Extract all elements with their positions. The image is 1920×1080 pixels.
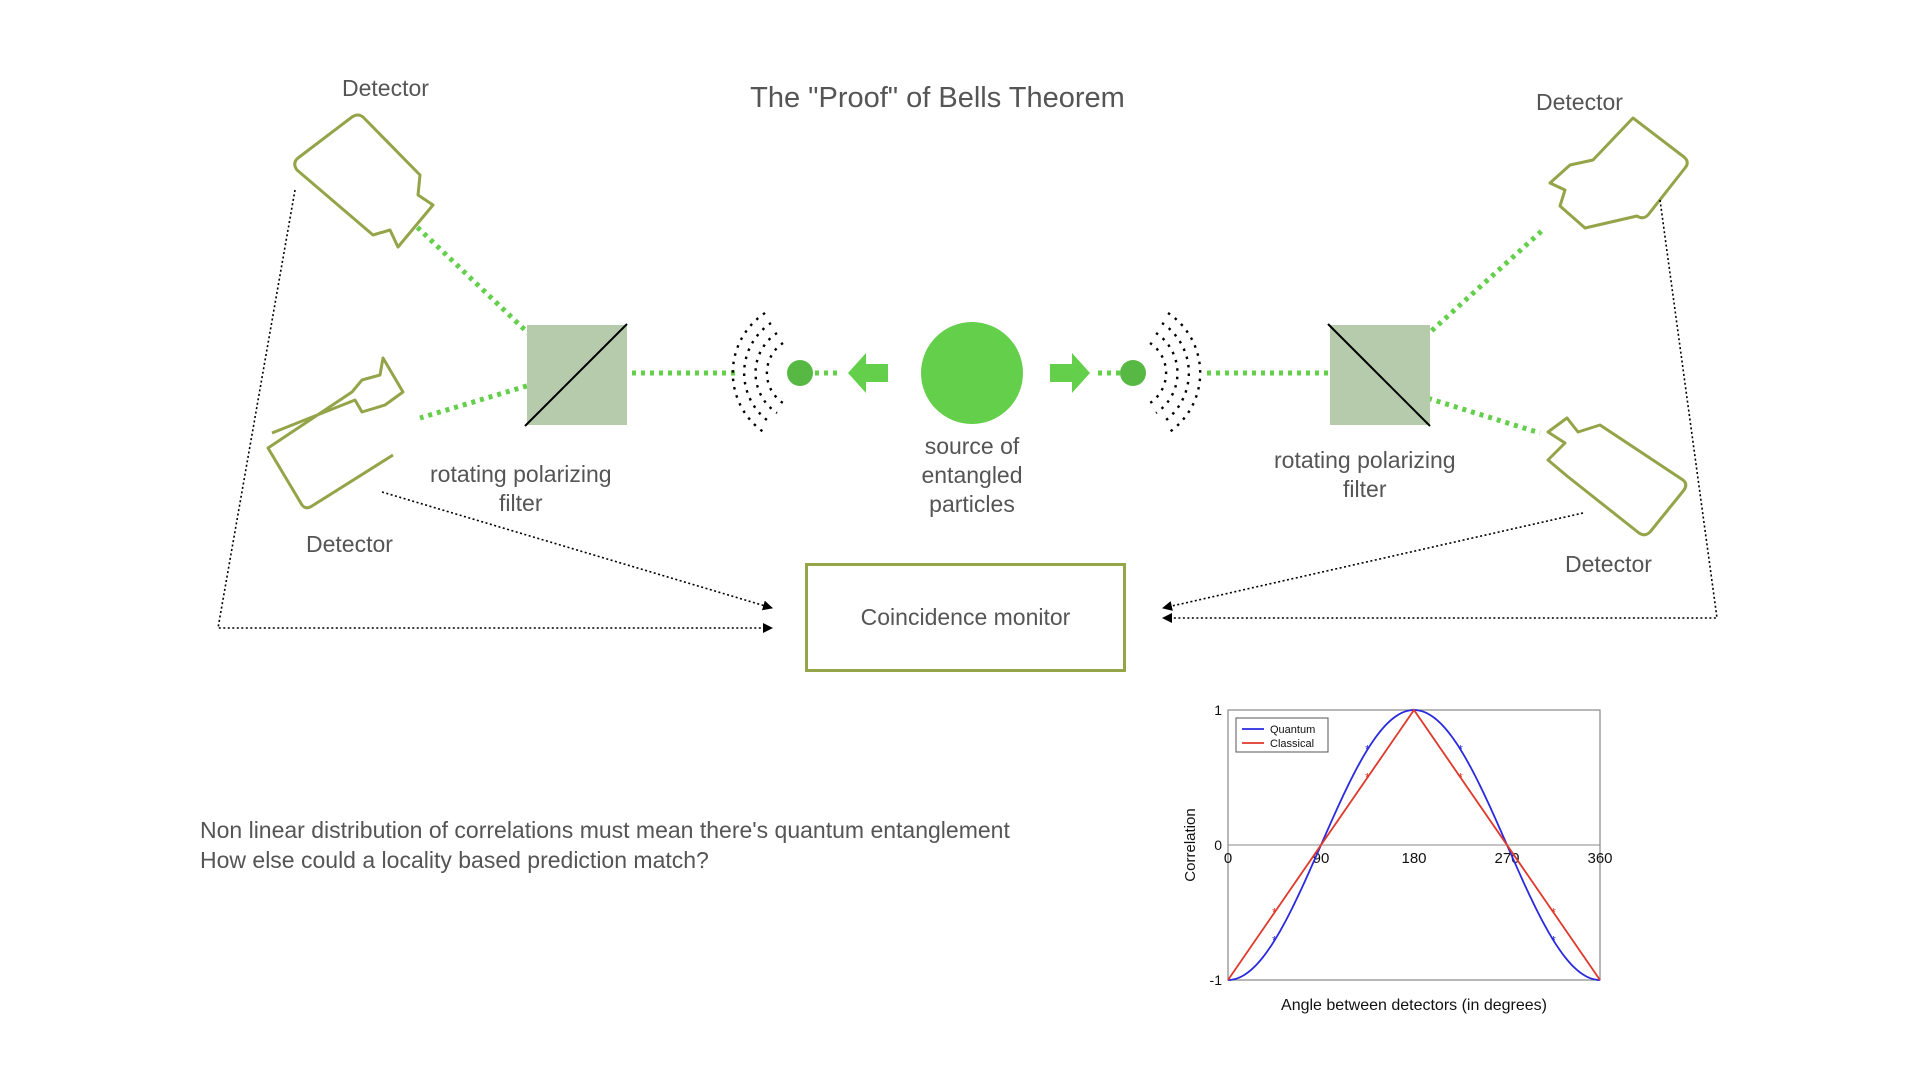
detector-icon-bottom-right bbox=[1546, 416, 1688, 537]
note-line-2: How else could a locality based predicti… bbox=[200, 846, 709, 873]
source-circle bbox=[921, 322, 1023, 424]
label-source-line2: entangled bbox=[921, 461, 1023, 488]
series-marker-classical: * bbox=[1365, 771, 1370, 785]
label-filter-left: rotating polarizing filter bbox=[430, 460, 612, 518]
label-source: source of entangled particles bbox=[912, 432, 1032, 518]
line-top-right-detector-to-monitor bbox=[1162, 199, 1718, 623]
line-top-left-detector-to-monitor bbox=[217, 189, 773, 633]
note-text: Non linear distribution of correlations … bbox=[200, 816, 1010, 876]
series-marker-classical: * bbox=[1551, 906, 1556, 920]
series-marker-classical: * bbox=[1458, 771, 1463, 785]
label-source-line3: particles bbox=[929, 490, 1015, 517]
chart-x-tick-label: 180 bbox=[1401, 850, 1426, 867]
chart-y-axis-label: Correlation bbox=[1182, 808, 1199, 881]
label-filter-right: rotating polarizing filter bbox=[1274, 446, 1456, 504]
particle-right bbox=[1120, 360, 1146, 386]
series-marker-quantum: * bbox=[1365, 743, 1370, 757]
series-marker-quantum: * bbox=[1551, 933, 1556, 947]
label-filter-left-line2: filter bbox=[499, 489, 543, 516]
note-line-1: Non linear distribution of correlations … bbox=[200, 817, 1010, 843]
label-detector-bottom-left: Detector bbox=[306, 531, 393, 557]
filter-right bbox=[1327, 323, 1431, 427]
label-detector-top-left: Detector bbox=[342, 75, 429, 101]
chart-y-tick-label: 0 bbox=[1214, 837, 1222, 853]
legend-label-classical: Classical bbox=[1270, 738, 1314, 750]
label-filter-left-line1: rotating polarizing bbox=[430, 461, 612, 487]
legend-label-quantum: Quantum bbox=[1270, 724, 1315, 736]
line-bottom-right-detector-to-monitor bbox=[1162, 512, 1584, 611]
coincidence-monitor-label: Coincidence monitor bbox=[860, 604, 1071, 630]
line-bottom-left-detector-to-monitor bbox=[381, 491, 773, 611]
series-line-classical bbox=[1227, 708, 1601, 981]
left-arrow-icon bbox=[848, 353, 888, 393]
series-marker-classical: * bbox=[1272, 906, 1277, 920]
detector-icon-bottom-left bbox=[266, 356, 405, 510]
detector-icon-top-right bbox=[1548, 116, 1689, 230]
chart-x-axis-label: Angle between detectors (in degrees) bbox=[1281, 997, 1547, 1014]
label-detector-top-right: Detector bbox=[1536, 89, 1623, 115]
chart-x-tick-label: 0 bbox=[1224, 850, 1232, 867]
series-marker-quantum: * bbox=[1458, 743, 1463, 757]
label-filter-right-line2: filter bbox=[1343, 475, 1387, 502]
right-arrow-icon bbox=[1050, 353, 1090, 393]
filter-left bbox=[524, 323, 628, 427]
chart-legend-box bbox=[1235, 717, 1329, 753]
connection-lines bbox=[217, 189, 1718, 633]
coincidence-monitor-box: Coincidence monitor bbox=[805, 563, 1126, 672]
chart-x-tick-label: 360 bbox=[1587, 850, 1612, 867]
particle-left bbox=[787, 360, 813, 386]
wave-arcs-left bbox=[731, 312, 784, 434]
page-title: The "Proof" of Bells Theorem bbox=[750, 82, 1125, 114]
chart-y-tick-label: -1 bbox=[1210, 972, 1223, 988]
series-marker-quantum: * bbox=[1272, 933, 1277, 947]
detector-icon-top-left bbox=[293, 113, 435, 249]
wave-arcs-right bbox=[1149, 312, 1202, 434]
chart-y-tick-label: 1 bbox=[1214, 702, 1222, 718]
label-filter-right-line1: rotating polarizing bbox=[1274, 447, 1456, 473]
label-detector-bottom-right: Detector bbox=[1565, 551, 1652, 577]
label-source-line1: source of bbox=[924, 433, 1020, 459]
